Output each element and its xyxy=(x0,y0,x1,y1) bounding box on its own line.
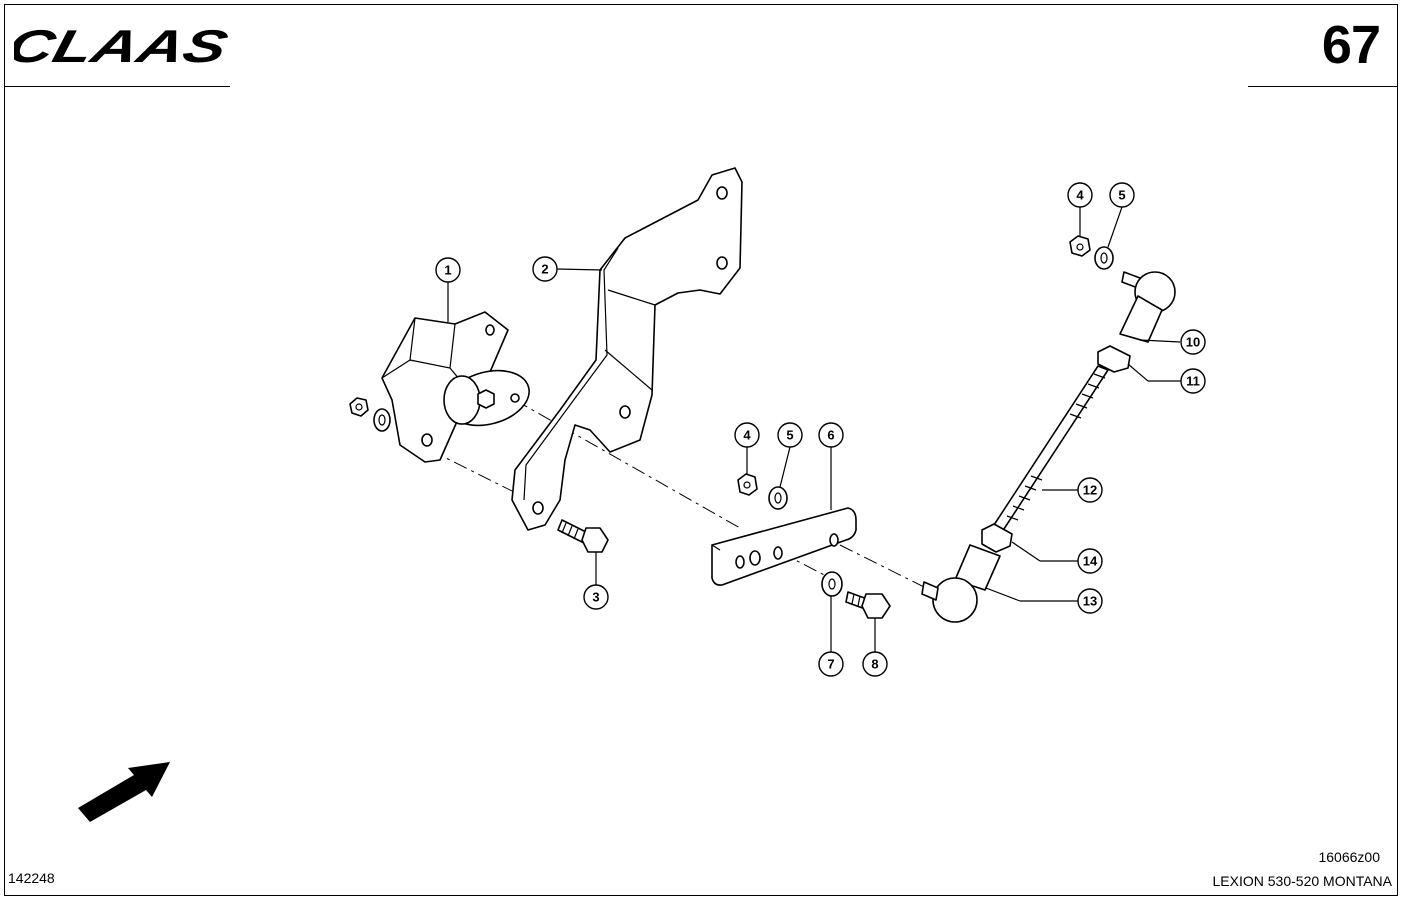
header-rule-left xyxy=(4,86,230,87)
part-10-ball-joint xyxy=(1119,271,1176,343)
svg-text:14: 14 xyxy=(1083,554,1098,569)
svg-text:8: 8 xyxy=(871,657,878,672)
callout-2: 2 xyxy=(532,256,603,282)
svg-text:1: 1 xyxy=(444,263,451,278)
callout-10: 10 xyxy=(1139,329,1206,355)
svg-text:CLAAS: CLAAS xyxy=(14,24,233,70)
svg-text:7: 7 xyxy=(827,657,834,672)
svg-text:10: 10 xyxy=(1186,335,1200,350)
header-rule-right xyxy=(1248,86,1398,87)
callout-6: 6 xyxy=(818,422,844,510)
claas-logo: CLAAS xyxy=(14,24,233,70)
nut-middle xyxy=(737,473,758,496)
callout-5-middle: 5 xyxy=(777,422,803,488)
callout-12: 12 xyxy=(1042,477,1103,503)
part-2-bracket xyxy=(511,167,743,531)
callout-5-right: 5 xyxy=(1107,182,1135,248)
part-6-plate xyxy=(711,507,857,586)
callout-3: 3 xyxy=(583,552,609,610)
callout-1: 1 xyxy=(435,257,461,322)
svg-text:4: 4 xyxy=(743,428,751,443)
assembly-axis-lines xyxy=(429,399,931,591)
washer-middle xyxy=(768,486,788,510)
model-name: LEXION 530-520 MONTANA xyxy=(1212,873,1392,889)
washer-left xyxy=(373,408,391,432)
callout-8: 8 xyxy=(862,618,888,677)
page-frame xyxy=(4,4,1398,896)
part-3-bolt xyxy=(557,519,609,553)
svg-text:6: 6 xyxy=(827,428,834,443)
svg-text:2: 2 xyxy=(541,262,548,277)
image-id: 16066z00 xyxy=(1318,849,1380,865)
part-13-ball-joint xyxy=(921,544,1001,623)
drawing-id: 142248 xyxy=(8,870,55,886)
svg-text:13: 13 xyxy=(1083,594,1097,609)
callout-7: 7 xyxy=(818,596,844,677)
nut-left xyxy=(349,397,369,417)
callout-11: 11 xyxy=(1127,363,1206,394)
svg-text:12: 12 xyxy=(1083,483,1097,498)
callout-4-right: 4 xyxy=(1067,182,1093,236)
nut-right xyxy=(1069,235,1091,257)
svg-text:11: 11 xyxy=(1186,374,1200,389)
part-11-nut xyxy=(1097,345,1131,373)
callout-14: 14 xyxy=(1011,541,1103,574)
svg-text:3: 3 xyxy=(592,590,599,605)
svg-text:5: 5 xyxy=(786,428,793,443)
part-8-bolt xyxy=(845,591,891,619)
callout-13: 13 xyxy=(985,587,1103,614)
svg-text:5: 5 xyxy=(1118,188,1125,203)
part-7-washer xyxy=(821,571,843,597)
part-1-mounting-block xyxy=(381,311,530,463)
svg-text:4: 4 xyxy=(1076,188,1084,203)
direction-arrow-icon xyxy=(78,762,170,822)
page-number: 67 xyxy=(1321,15,1381,75)
part-12-threaded-rod xyxy=(991,365,1109,533)
washer-right xyxy=(1094,246,1114,270)
callout-4-middle: 4 xyxy=(734,422,760,474)
part-14-nut xyxy=(981,523,1013,553)
